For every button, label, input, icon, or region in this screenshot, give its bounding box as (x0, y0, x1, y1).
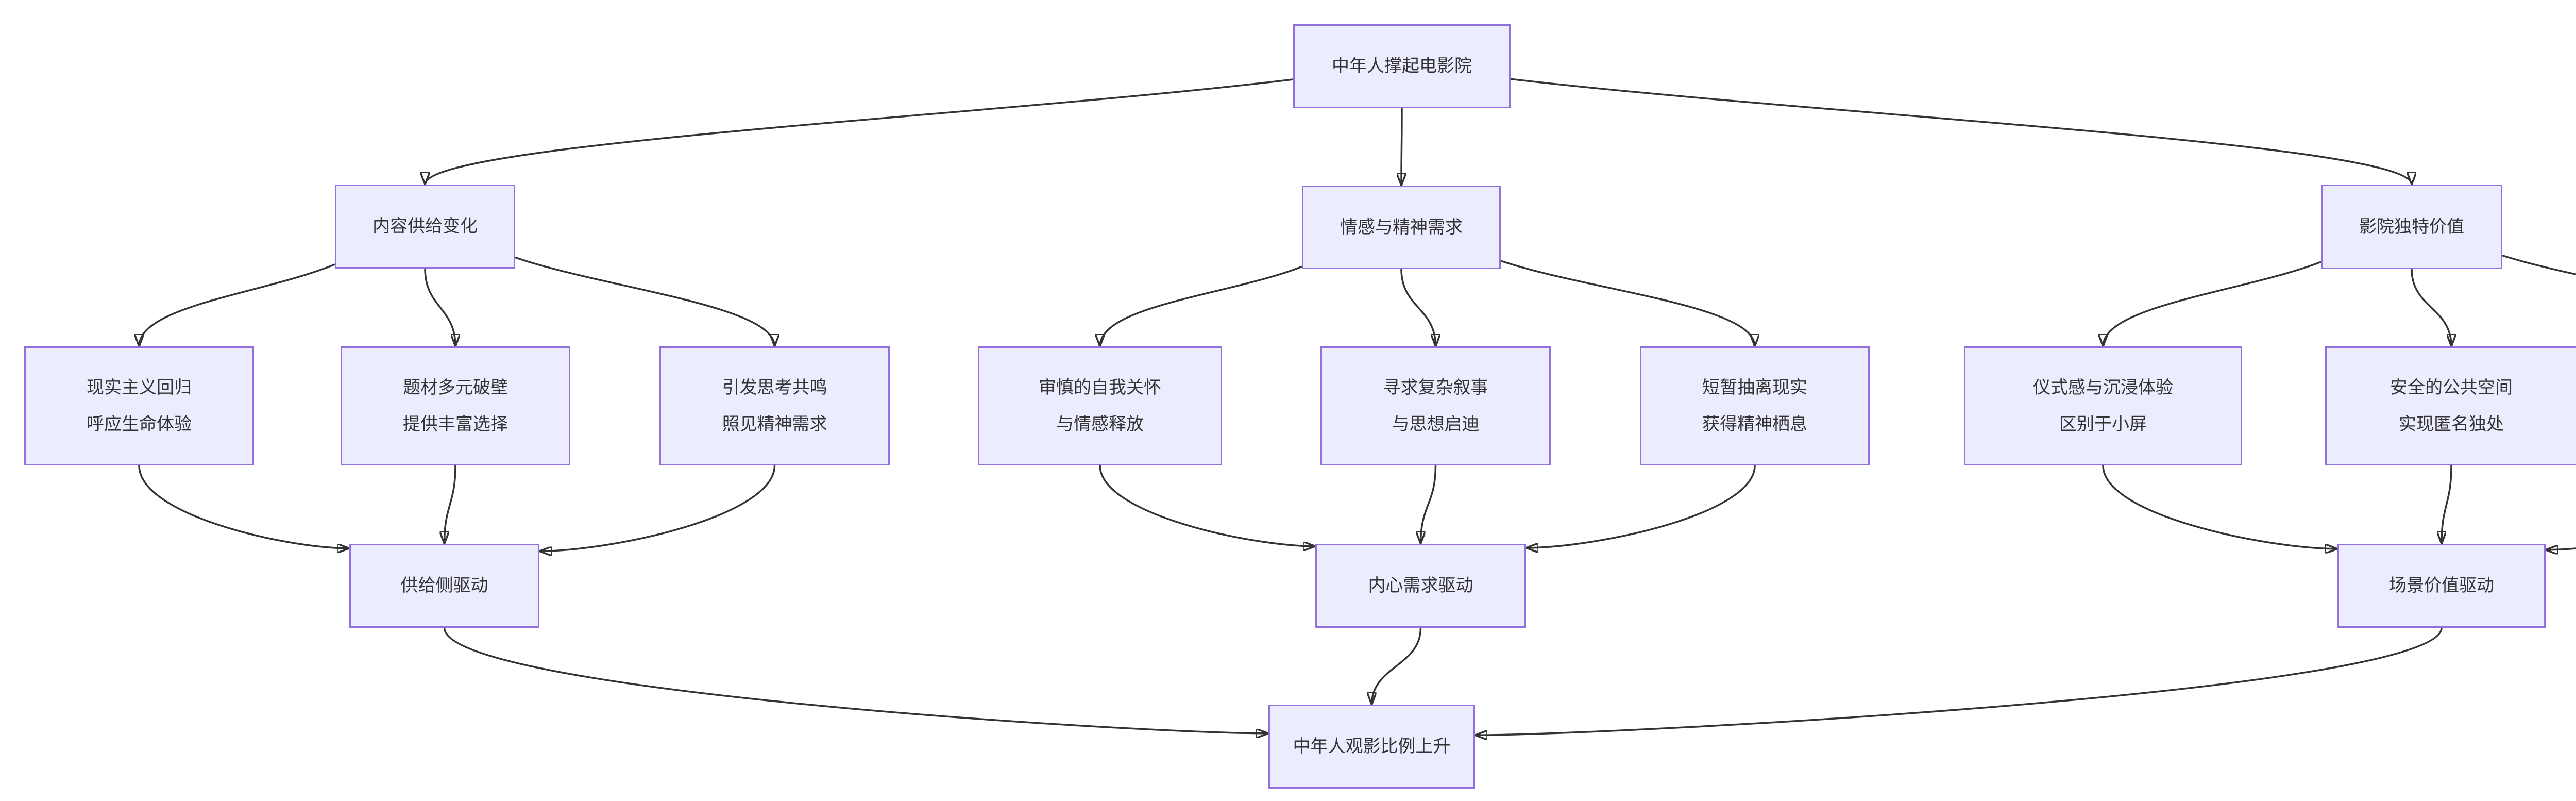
flow-node-label: 现实主义回归 (87, 377, 192, 397)
flow-node-label: 仪式感与沉浸体验 (2033, 377, 2173, 397)
flow-node-label: 中年人观影比例上升 (1293, 737, 1451, 756)
edge-paths (138, 78, 2576, 735)
edge-branch-emotion-to-emotion-3 (1500, 260, 1755, 347)
flow-node-label: 审慎的自我关怀 (1039, 377, 1161, 397)
flow-node-branch-content: 内容供给变化 (335, 185, 515, 269)
flow-node-emotion-2: 寻求复杂叙事与思想启迪 (1320, 346, 1551, 465)
flow-node-label: 情感与精神需求 (1340, 217, 1463, 237)
flow-node-driver-scene: 场景价值驱动 (2337, 544, 2546, 628)
flow-node-label: 获得精神栖息 (1702, 414, 1807, 434)
flow-node-content-2: 题材多元破壁提供丰富选择 (341, 346, 570, 465)
edge-content-3-to-driver-supply (539, 465, 776, 551)
edge-emotion-1-to-driver-inner (1099, 465, 1315, 546)
edge-emotion-3-to-driver-inner (1526, 465, 1756, 548)
edge-branch-content-to-content-2 (424, 268, 455, 346)
flow-node-label: 寻求复杂叙事 (1383, 377, 1488, 397)
flow-node-label: 与思想启迪 (1392, 414, 1480, 434)
flow-node-label: 内容供给变化 (372, 216, 478, 236)
flow-node-label: 安全的公共空间 (2390, 377, 2513, 397)
flow-node-content-3: 引发思考共鸣照见精神需求 (659, 346, 890, 465)
flow-node-label: 中年人撑起电影院 (1332, 56, 1472, 76)
flow-node-content-1: 现实主义回归呼应生命体验 (24, 346, 254, 465)
flow-node-driver-inner: 内心需求驱动 (1315, 544, 1526, 628)
edge-content-1-to-driver-supply (138, 465, 349, 548)
edge-driver-scene-to-outcome (1475, 627, 2443, 735)
edge-root-to-branch-cinema (1510, 78, 2412, 185)
edge-branch-cinema-to-cinema-1 (2103, 261, 2321, 346)
edge-driver-supply-to-outcome (443, 627, 1269, 733)
flow-node-cinema-2: 安全的公共空间实现匿名独处 (2325, 346, 2576, 465)
flow-node-label: 影院独特价值 (2359, 216, 2464, 237)
edge-emotion-2-to-driver-inner (1421, 465, 1437, 544)
edge-content-2-to-driver-supply (445, 465, 456, 544)
flow-node-label: 场景价值驱动 (2389, 576, 2494, 595)
flow-node-root: 中年人撑起电影院 (1293, 24, 1511, 108)
flow-node-branch-cinema: 影院独特价值 (2321, 185, 2502, 269)
edge-root-to-branch-emotion (1401, 108, 1402, 186)
flow-node-outcome: 中年人观影比例上升 (1268, 705, 1475, 789)
edge-branch-content-to-content-3 (515, 256, 775, 347)
edge-branch-cinema-to-cinema-2 (2411, 269, 2451, 346)
edge-branch-emotion-to-emotion-1 (1100, 265, 1302, 346)
flow-node-label: 引发思考共鸣 (722, 377, 827, 397)
flow-node-cinema-1: 仪式感与沉浸体验区别于小屏 (1964, 346, 2242, 465)
flow-node-emotion-3: 短暂抽离现实获得精神栖息 (1640, 346, 1870, 465)
flow-node-label: 短暂抽离现实 (1702, 377, 1807, 397)
edge-branch-emotion-to-emotion-2 (1400, 269, 1436, 346)
flow-node-branch-emotion: 情感与精神需求 (1302, 186, 1501, 269)
edge-cinema-3-to-driver-scene (2546, 465, 2576, 550)
flow-node-label: 内心需求驱动 (1368, 576, 1473, 595)
flow-node-label: 实现匿名独处 (2399, 414, 2504, 434)
flow-node-label: 题材多元破壁 (403, 377, 508, 397)
edge-root-to-branch-content (425, 78, 1294, 185)
flow-node-label: 呼应生命体验 (87, 414, 192, 434)
edge-cinema-1-to-driver-scene (2102, 465, 2337, 549)
flow-node-label: 供给侧驱动 (400, 576, 488, 595)
flow-node-driver-supply: 供给侧驱动 (349, 544, 539, 628)
edge-branch-cinema-to-cinema-3 (2502, 254, 2576, 275)
flow-node-label: 区别于小屏 (2059, 414, 2147, 434)
flow-node-label: 提供丰富选择 (403, 414, 508, 434)
flow-node-emotion-1: 审慎的自我关怀与情感释放 (978, 346, 1222, 465)
flow-node-label: 照见精神需求 (722, 414, 827, 434)
edge-driver-inner-to-outcome (1372, 627, 1422, 705)
edge-cinema-2-to-driver-scene (2442, 465, 2452, 544)
edge-branch-content-to-content-1 (139, 263, 335, 346)
flow-node-label: 与情感释放 (1056, 414, 1144, 434)
